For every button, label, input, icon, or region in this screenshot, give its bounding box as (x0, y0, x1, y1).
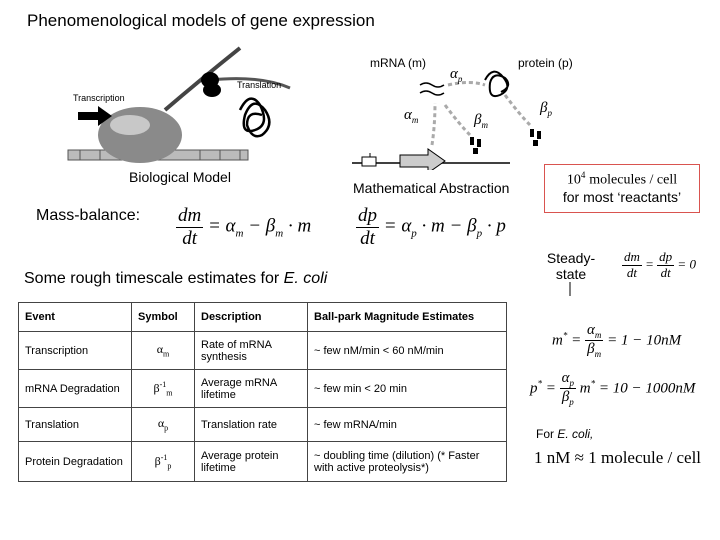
timescale-heading: Some rough timescale estimates for E. co… (24, 270, 328, 287)
alpha-p-symbol: αp (450, 66, 463, 84)
table-header-row: Event Symbol Description Ball-park Magni… (18, 302, 507, 332)
mrna-wave-1 (419, 82, 445, 88)
header-event: Event (18, 302, 132, 332)
table-row: Transcription αm Rate of mRNA synthesis … (18, 331, 507, 370)
ecoli-conversion: 1 nM ≈ 1 molecule / cell (534, 448, 702, 467)
ecoli-label: For E. coli, (536, 427, 594, 441)
promoter-box (361, 156, 377, 167)
mass-balance-label: Mass-balance: (36, 207, 141, 224)
table-row: Translation αp Translation rate ~ few mR… (18, 407, 507, 442)
beta-m-symbol: βm (474, 112, 488, 130)
dna-ticks (79, 150, 241, 160)
translation-label: Translation (237, 80, 282, 90)
estimates-table: Event Symbol Description Ball-park Magni… (18, 302, 507, 482)
polymerase-highlight (110, 115, 150, 135)
math-abstraction-caption: Mathematical Abstraction (353, 180, 510, 196)
biological-model-diagram (67, 46, 291, 163)
mrna-label: mRNA (m) (370, 56, 426, 70)
protein-chain (238, 97, 271, 138)
mrna-wave-2 (419, 90, 445, 96)
steady-state-label: Steady-state (546, 250, 596, 282)
protein-label: protein (p) (518, 56, 573, 70)
header-description: Description (194, 302, 308, 332)
note-line2: for most ‘reactants’ (562, 188, 682, 205)
slide-title: Phenomenological models of gene expressi… (27, 11, 375, 30)
math-abstraction-diagram (352, 70, 541, 170)
transcription-flow (430, 102, 437, 146)
header-estimates: Ball-park Magnitude Estimates (307, 302, 507, 332)
translation-flow (447, 81, 486, 87)
protein-degradation-flow (503, 94, 532, 127)
header-symbol: Symbol (131, 302, 195, 332)
steady-state-arrow (569, 282, 571, 296)
transcription-arrow (78, 106, 112, 126)
transcription-label: Transcription (73, 93, 125, 103)
mrna-degradation-flow (443, 104, 472, 137)
alpha-m-symbol: αm (404, 107, 419, 125)
protein-fragments (530, 129, 541, 146)
ribosome-large (203, 83, 221, 97)
beta-p-symbol: βp (540, 100, 552, 118)
biological-model-caption: Biological Model (129, 169, 231, 185)
molecule-count-note: 104 molecules / cell for most ‘reactants… (544, 164, 700, 213)
protein-blob (484, 70, 510, 98)
table-row: Protein Degradation β-1p Average protein… (18, 441, 507, 482)
gene-arrow (399, 148, 446, 170)
mrna-strand-tail (209, 77, 291, 90)
table-row: mRNA Degradation β-1m Average mRNA lifet… (18, 369, 507, 408)
mrna-fragments (470, 137, 481, 154)
